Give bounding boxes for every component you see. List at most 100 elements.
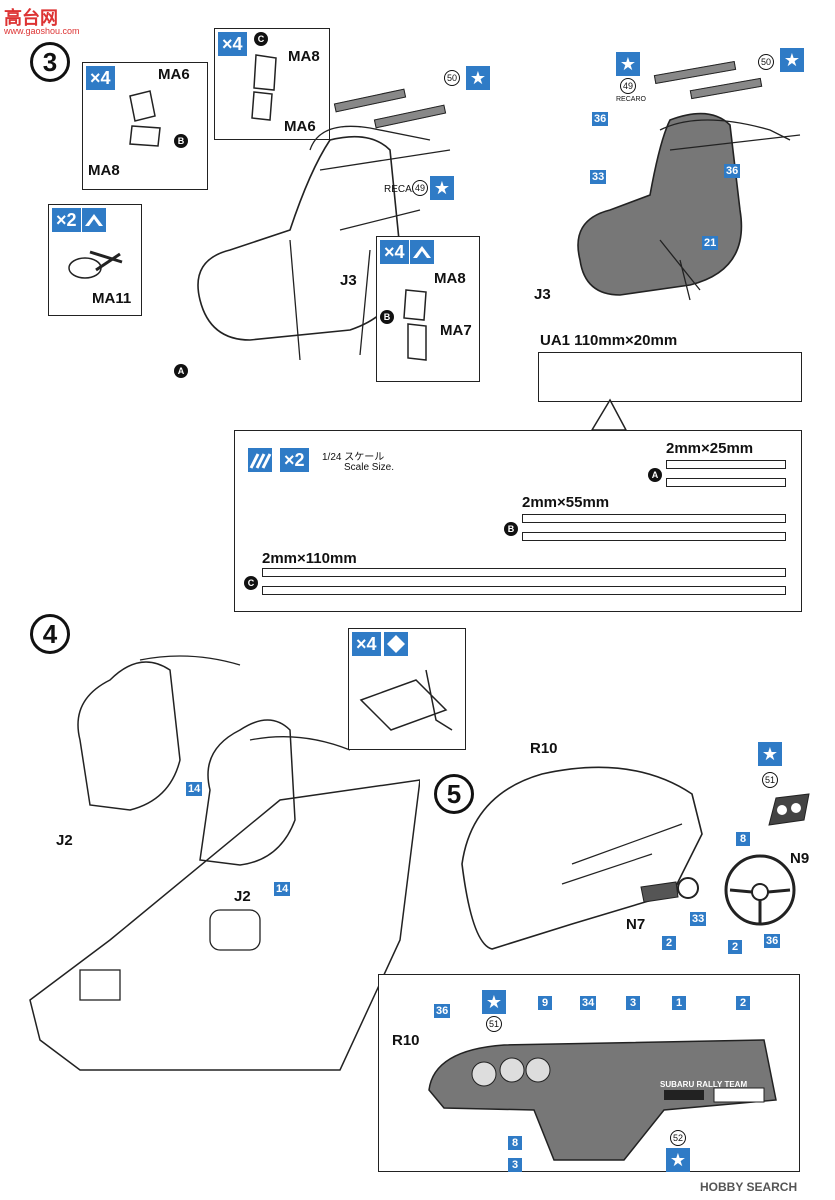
decal-number-50: 50 [758, 54, 774, 70]
watermark-logo: 高台网 [4, 8, 58, 28]
multiplier-badge: ×4 [218, 32, 247, 56]
steering-wheel-drawing [724, 854, 796, 926]
part-label-ma8: MA8 [288, 48, 320, 65]
multiplier-badge: ×2 [52, 208, 81, 232]
step-4-number: 4 [30, 614, 70, 654]
part-label-n9: N9 [790, 850, 810, 867]
star-decal-icon: ★ [430, 176, 454, 200]
decal-number-51: 51 [486, 1016, 502, 1032]
color-code-8: 8 [508, 1136, 522, 1150]
part-label-ma8: MA8 [434, 270, 466, 287]
car-interior-drawing [29, 655, 420, 1071]
decal-number-52: 52 [670, 1130, 686, 1146]
star-decal-icon: ★ [482, 990, 506, 1014]
color-code-36: 36 [764, 934, 781, 948]
star-decal-icon: ★ [616, 52, 640, 76]
watermark-url: www.gaoshou.com [4, 26, 80, 36]
part-label-ma6: MA6 [284, 118, 316, 135]
tape-strip-b [522, 532, 786, 541]
adjuster-drawing [403, 289, 427, 361]
callout-b: B [380, 310, 394, 324]
tape-strip-b [522, 514, 786, 523]
scale-en: Scale Size. [344, 462, 395, 473]
tape-c-size: 2mm×110mm [262, 550, 357, 567]
star-decal-icon: ★ [466, 66, 490, 90]
dashboard-drawing [461, 766, 703, 950]
pointer-line [590, 398, 628, 431]
color-code-14: 14 [274, 882, 291, 896]
callout-b: B [174, 134, 188, 148]
color-code-14: 14 [186, 782, 203, 796]
color-code-33: 33 [690, 912, 707, 926]
color-code-2: 2 [736, 996, 750, 1010]
multiplier-badge: ×4 [86, 66, 115, 90]
color-code-36: 36 [592, 112, 609, 126]
team-text: SUBARU RALLY TEAM [660, 1080, 748, 1089]
color-code-36: 36 [724, 164, 741, 178]
part-label-j2: J2 [56, 832, 73, 849]
belt-clip-drawing [251, 54, 277, 121]
part-label-r10: R10 [392, 1032, 420, 1049]
multiplier-badge: ×2 [280, 448, 309, 472]
step-3-number: 3 [30, 42, 70, 82]
tape-icon [248, 448, 272, 472]
decal-number-49: 49 [620, 78, 636, 94]
chevron-mark-icon [82, 208, 106, 232]
tape-strip-c [262, 586, 786, 595]
seat-painted-drawing [577, 112, 801, 301]
color-code-3: 3 [626, 996, 640, 1010]
decal-strip [653, 60, 737, 85]
part-label-ma7: MA7 [440, 322, 472, 339]
gauge-decal-drawing [768, 793, 810, 826]
part-label-n7: N7 [626, 916, 646, 933]
recaro-text: RECARO [384, 184, 427, 195]
color-code-2: 2 [662, 936, 676, 950]
decal-strip [333, 88, 407, 113]
watermark-hobbysearch: HOBBY SEARCH [700, 1180, 798, 1194]
color-code-2: 2 [728, 940, 742, 954]
part-label-j3: J3 [340, 272, 357, 289]
belt-anchor-drawing [359, 669, 453, 731]
column-drawing [640, 877, 699, 903]
color-code-34: 34 [580, 996, 597, 1010]
dashboard-painted-drawing [428, 1039, 777, 1161]
color-code-8: 8 [736, 832, 750, 846]
callout-c: C [254, 32, 268, 46]
callout-c: C [244, 576, 258, 590]
star-decal-icon: ★ [780, 48, 804, 72]
chevron-mark-icon [410, 240, 434, 264]
color-code-33: 33 [590, 170, 607, 184]
belt-clip-drawing [129, 90, 161, 147]
part-label-ma6: MA6 [158, 66, 190, 83]
scale-jp: 1/24 スケール [322, 452, 385, 463]
decal-number-49: 49 [412, 180, 428, 196]
part-label-j2: J2 [234, 888, 251, 905]
star-decal-icon: ★ [758, 742, 782, 766]
part-label-r10: R10 [530, 740, 558, 757]
part-label-j3: J3 [534, 286, 551, 303]
star-decal-icon: ★ [666, 1148, 690, 1172]
decal-number-50: 50 [444, 70, 460, 86]
tape-strip-a [666, 460, 786, 469]
diamond-mark-icon [384, 632, 408, 656]
callout-a: A [174, 364, 188, 378]
color-code-1: 1 [672, 996, 686, 1010]
tape-strip-a [666, 478, 786, 487]
callout-a: A [648, 468, 662, 482]
color-code-3: 3 [508, 1158, 522, 1172]
part-label-ma8: MA8 [88, 162, 120, 179]
tape-b-size: 2mm×55mm [522, 494, 610, 511]
color-code-36: 36 [434, 1004, 451, 1018]
tape-strip-c [262, 568, 786, 577]
color-code-9: 9 [538, 996, 552, 1010]
decal-strip [689, 77, 763, 100]
seat-assembly-drawing [197, 125, 451, 361]
recaro-text: RECARO [616, 96, 646, 103]
buckle-drawing [68, 250, 123, 279]
color-code-21: 21 [702, 236, 719, 250]
multiplier-badge: ×4 [380, 240, 409, 264]
part-label-ma11: MA11 [92, 290, 132, 307]
decal-number-51: 51 [762, 772, 778, 788]
callout-b: B [504, 522, 518, 536]
step-5-number: 5 [434, 774, 474, 814]
